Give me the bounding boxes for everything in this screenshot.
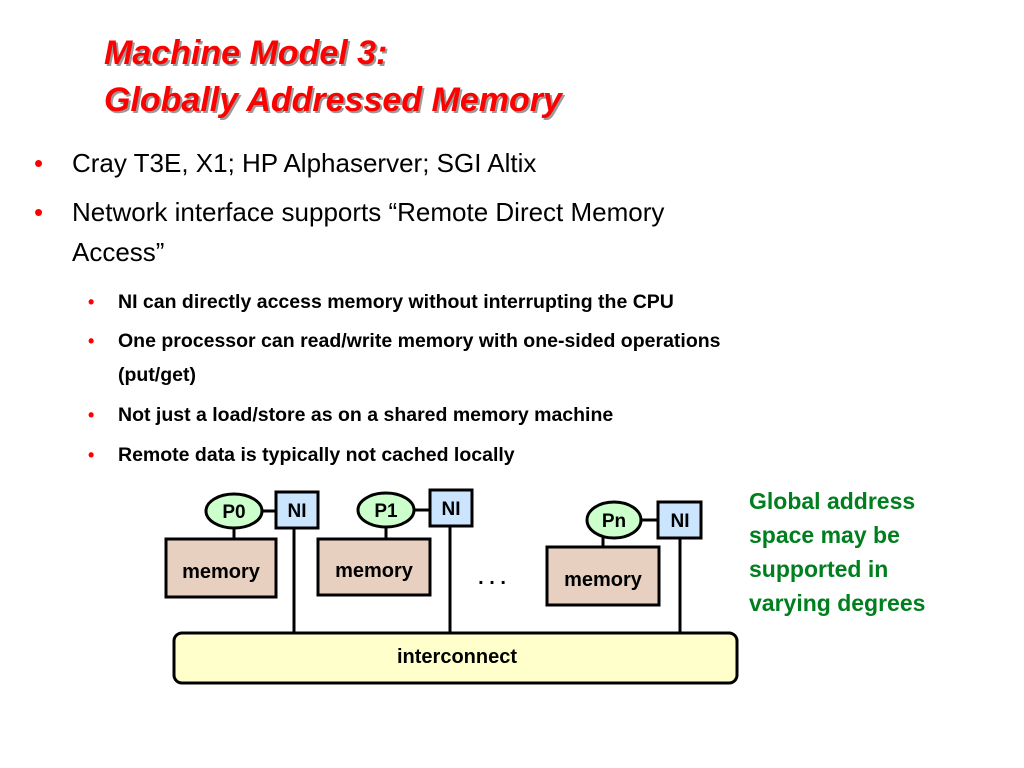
sub-bullet-4: • Remote data is typically not cached lo…: [88, 438, 515, 472]
bullet-dot: •: [88, 405, 95, 425]
bullet-2: • Network interface supports “Remote Dir…: [34, 192, 665, 272]
side-note-line: varying degrees: [749, 590, 926, 616]
sub-bullet-2-line-1: One processor can read/write memory with…: [118, 330, 721, 352]
bullet-2-line-1: Network interface supports “Remote Direc…: [72, 197, 665, 227]
sub-bullet-4-text: Remote data is typically not cached loca…: [118, 444, 515, 466]
slide-title: Machine Model 3: Globally Addressed Memo…: [104, 30, 562, 124]
sub-bullet-3-text: Not just a load/store as on a shared mem…: [118, 404, 614, 426]
node-pn: memory Pn NI: [545, 500, 703, 607]
side-note: Global address space may be supported in…: [749, 484, 989, 620]
title-line-2: Globally Addressed Memory: [104, 81, 562, 119]
processor-label: P0: [222, 502, 245, 523]
title-line-1: Machine Model 3:: [104, 34, 388, 72]
bullet-dot: •: [88, 292, 95, 312]
side-note-line: supported in: [749, 556, 889, 582]
interconnect-label: interconnect: [397, 646, 517, 668]
processor-node: [356, 491, 416, 529]
bullet-dot: •: [34, 148, 44, 178]
sub-bullet-3: • Not just a load/store as on a shared m…: [88, 398, 614, 432]
memory-box: [316, 537, 432, 597]
ellipsis: . . .: [478, 567, 506, 589]
processor-label: P1: [374, 501, 398, 522]
processor-label: Pn: [602, 511, 626, 532]
memory-box: [164, 537, 278, 599]
interconnect-bar: [172, 631, 739, 685]
sub-bullet-1-text: NI can directly access memory without in…: [118, 291, 674, 313]
ni-label: NI: [442, 499, 461, 520]
memory-label: memory: [564, 569, 643, 591]
memory-label: memory: [335, 560, 414, 582]
ni-label: NI: [288, 501, 307, 522]
bullet-1: • Cray T3E, X1; HP Alphaserver; SGI Alti…: [34, 143, 537, 183]
sub-bullet-2: • One processor can read/write memory wi…: [88, 324, 721, 392]
memory-box: [545, 545, 661, 607]
bullet-dot: •: [88, 331, 95, 351]
bullet-1-text: Cray T3E, X1; HP Alphaserver; SGI Altix: [72, 148, 537, 178]
node-p1: memory P1 NI: [316, 488, 474, 597]
memory-label: memory: [182, 561, 261, 583]
processor-node: [204, 492, 264, 530]
side-note-line: Global address: [749, 488, 916, 514]
bullet-dot: •: [34, 197, 44, 227]
ni-label: NI: [671, 511, 690, 532]
sub-bullet-1: • NI can directly access memory without …: [88, 285, 674, 319]
side-note-line: space may be: [749, 522, 900, 548]
ni-box: [428, 488, 474, 528]
ni-box: [274, 490, 320, 530]
node-p0: memory P0 NI: [164, 490, 320, 599]
processor-node: [585, 500, 643, 540]
bullet-dot: •: [88, 445, 95, 465]
ni-box: [656, 500, 703, 540]
bullet-2-line-2: Access”: [72, 237, 165, 267]
sub-bullet-2-line-2: (put/get): [118, 364, 196, 386]
